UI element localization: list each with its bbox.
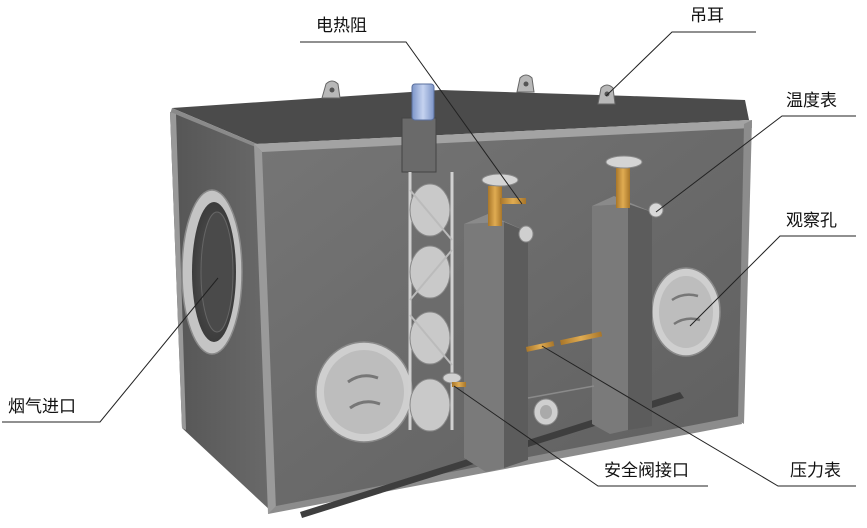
label-thermometer: 温度表 bbox=[786, 91, 837, 111]
leader-viewport bbox=[689, 235, 856, 327]
manhole-left bbox=[315, 341, 413, 443]
safety-valve-port bbox=[442, 372, 466, 387]
leader-safety-valve bbox=[453, 385, 708, 487]
heater-assembly bbox=[401, 83, 454, 432]
leader-lines bbox=[2, 31, 856, 487]
label-flue-inlet: 烟气进口 bbox=[8, 397, 76, 417]
pressure-pipe-right bbox=[560, 331, 603, 346]
label-safety-valve-port: 安全阀接口 bbox=[604, 461, 689, 481]
leader-thermometer bbox=[655, 115, 856, 213]
lower-hatch bbox=[533, 398, 559, 426]
label-lifting-lug: 吊耳 bbox=[690, 6, 724, 26]
label-pressure-gauge: 压力表 bbox=[790, 461, 841, 481]
label-heater: 电热阻 bbox=[316, 16, 367, 36]
pressure-pipe-left bbox=[525, 341, 555, 352]
lifting-lug-3 bbox=[597, 84, 616, 105]
label-viewport: 观察孔 bbox=[786, 211, 837, 231]
lifting-lug-1 bbox=[321, 80, 341, 99]
leader-heater bbox=[300, 41, 523, 205]
lifting-lug-2 bbox=[516, 74, 535, 93]
flue-inlet bbox=[181, 189, 243, 355]
right-column bbox=[592, 155, 664, 434]
viewport-right bbox=[651, 267, 721, 357]
leader-flue-inlet bbox=[2, 277, 219, 423]
leader-lifting-lug bbox=[605, 31, 756, 97]
leader-pressure-gauge bbox=[541, 345, 856, 487]
left-column bbox=[464, 173, 534, 472]
